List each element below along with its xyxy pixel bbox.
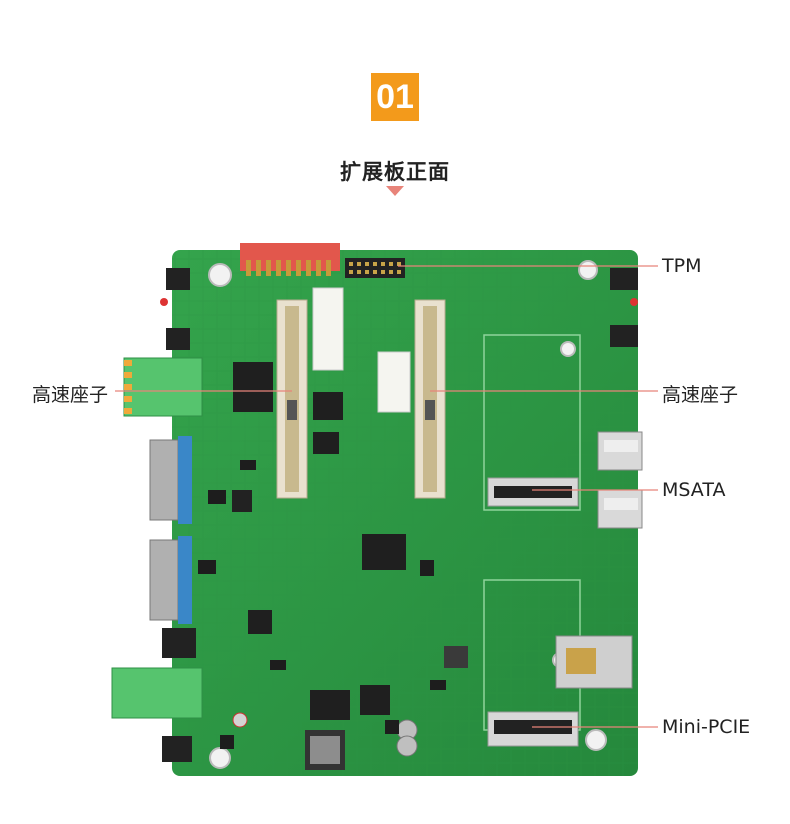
title-down-arrow-icon [386, 186, 404, 196]
serial-port-top [149, 439, 179, 521]
section-number-badge: 01 [371, 73, 419, 121]
msata-slot-area [483, 334, 581, 511]
serial-sticker [312, 287, 344, 371]
terminal-block-top [123, 357, 203, 417]
callout-label-mini-pcie: Mini-PCIE [662, 716, 751, 738]
callout-label-high-speed-right: 高速座子 [662, 384, 739, 406]
callout-label-msata: MSATA [662, 479, 726, 501]
button [610, 268, 638, 290]
audio-jack [162, 628, 196, 658]
callout-label-tpm: TPM [662, 255, 702, 277]
terminal-block-bottom [111, 667, 203, 719]
callout-label-high-speed-left: 高速座子 [32, 384, 109, 406]
serial-port-bottom [149, 539, 179, 621]
chip [313, 392, 343, 420]
tpm-header [345, 258, 405, 278]
section-title: 扩展板正面 [340, 160, 450, 184]
